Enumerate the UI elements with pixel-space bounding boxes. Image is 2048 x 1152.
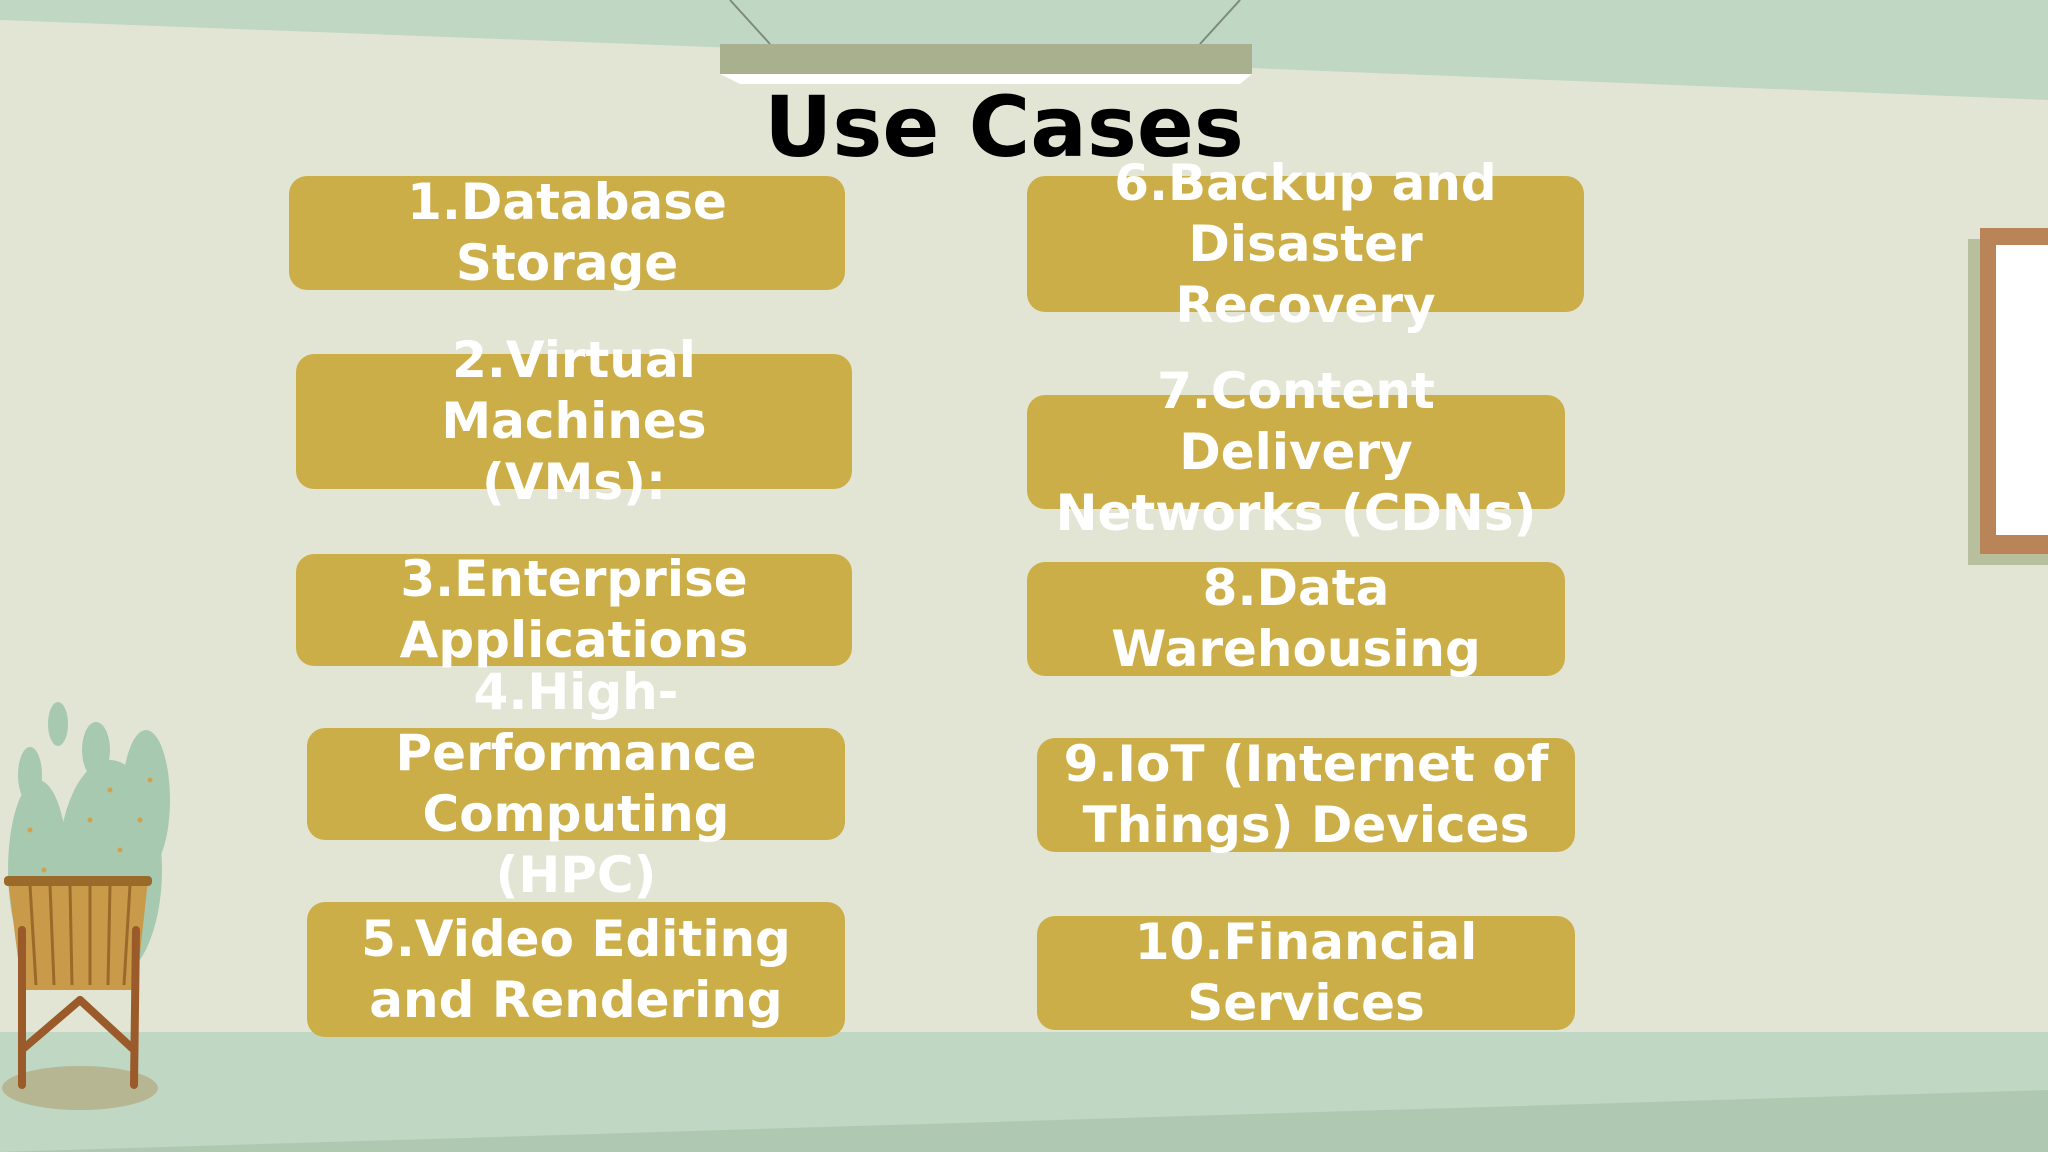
use-case-card-5: 5.Video Editing and Rendering — [307, 902, 845, 1037]
floor-shadow — [0, 1090, 2048, 1152]
use-case-card-4: 4.High-Performance Computing (HPC) — [307, 663, 845, 904]
use-case-label: 5.Video Editing and Rendering — [361, 909, 791, 1029]
use-case-label: 7.Content Delivery Networks (CDNs) — [1055, 361, 1537, 542]
page-title: Use Cases — [764, 78, 1244, 176]
use-case-card-1: 1.Database Storage — [289, 173, 845, 292]
use-case-card-9: 9.IoT (Internet of Things) Devices — [1037, 735, 1575, 854]
use-case-card-10: 10.Financial Services — [1037, 913, 1575, 1032]
use-case-label: 6.Backup and Disaster Recovery — [1114, 153, 1497, 334]
picture-frame-icon — [1968, 228, 2048, 565]
use-case-label: 10.Financial Services — [1134, 913, 1478, 1032]
use-case-label: 1.Database Storage — [407, 173, 727, 292]
use-case-label: 9.IoT (Internet of Things) Devices — [1063, 735, 1549, 854]
use-case-card-8: 8.Data Warehousing — [1027, 559, 1565, 678]
use-case-label: 8.Data Warehousing — [1111, 559, 1481, 678]
use-case-label: 4.High-Performance Computing (HPC) — [395, 663, 757, 904]
use-case-label: 2.Virtual Machines (VMs): — [441, 331, 707, 511]
use-case-card-3: 3.Enterprise Applications — [296, 550, 852, 669]
use-case-card-2: 2.Virtual Machines (VMs): — [296, 331, 852, 511]
cactus-plant-icon — [2, 702, 170, 1110]
use-case-label: 3.Enterprise Applications — [399, 550, 749, 669]
use-case-card-6: 6.Backup and Disaster Recovery — [1027, 154, 1584, 334]
ceiling-lamp-icon — [720, 0, 1252, 84]
use-case-card-7: 7.Content Delivery Networks (CDNs) — [1027, 362, 1565, 542]
